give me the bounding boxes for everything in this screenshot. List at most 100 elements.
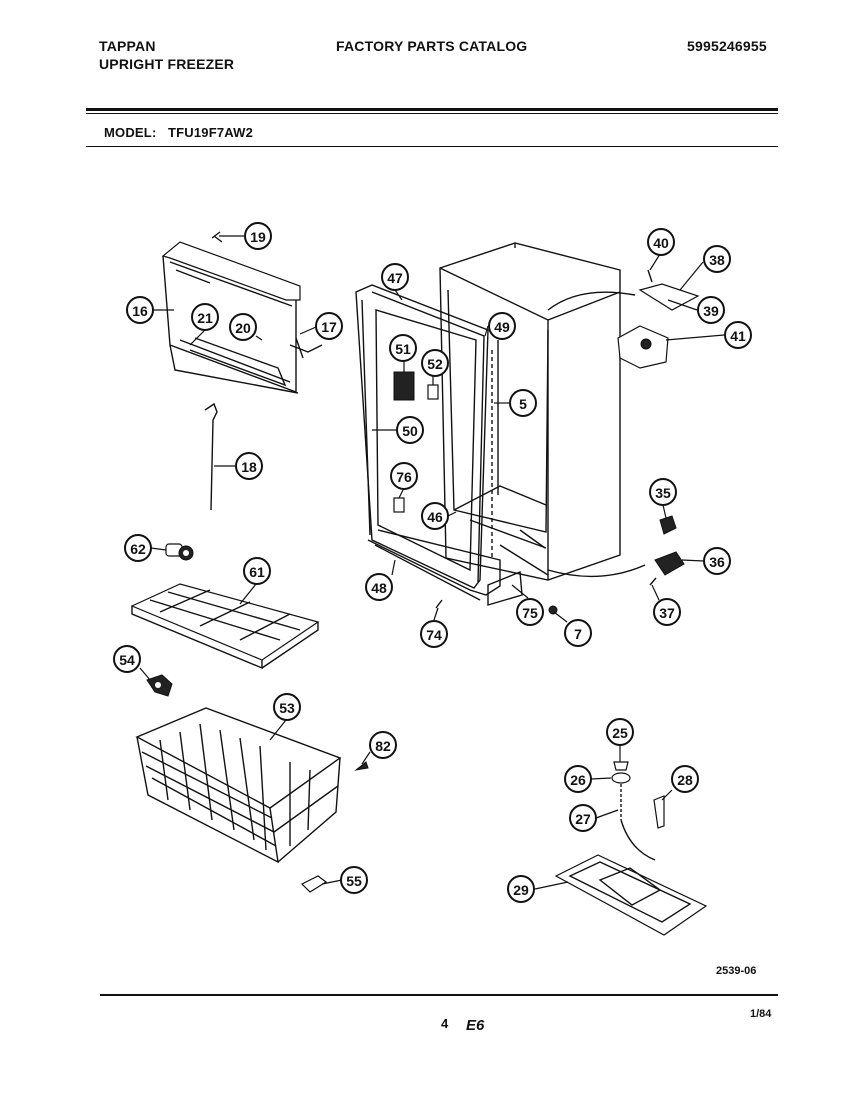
rod-part-18 — [204, 402, 218, 511]
callout-41: 41 — [724, 321, 752, 349]
callout-47: 47 — [381, 263, 409, 291]
page-number: 4 — [441, 1016, 449, 1031]
svg-text:62: 62 — [130, 541, 146, 557]
svg-text:46: 46 — [427, 509, 443, 525]
door-assembly — [355, 284, 501, 601]
callout-46: 46 — [421, 502, 449, 530]
revision-date: 1/84 — [750, 1008, 772, 1020]
svg-text:54: 54 — [119, 652, 135, 668]
basket-part-53 — [135, 707, 342, 864]
callout-35: 35 — [649, 478, 677, 506]
catalog-number: 5995246955 — [687, 38, 767, 54]
cabinet-assembly — [439, 242, 646, 581]
callout-76: 76 — [390, 462, 418, 490]
panel-part-16 — [161, 241, 301, 394]
shelf-part-61 — [130, 583, 320, 670]
svg-text:49: 49 — [494, 319, 510, 335]
svg-text:19: 19 — [250, 229, 266, 245]
svg-text:40: 40 — [653, 235, 669, 251]
svg-text:53: 53 — [279, 700, 295, 716]
svg-text:82: 82 — [375, 738, 391, 754]
product-name: UPRIGHT FREEZER — [99, 56, 235, 72]
callout-36: 36 — [703, 547, 731, 575]
svg-text:21: 21 — [197, 310, 213, 326]
svg-text:48: 48 — [371, 580, 387, 596]
section-code: E6 — [466, 1017, 485, 1034]
svg-text:17: 17 — [321, 319, 337, 335]
svg-text:20: 20 — [235, 320, 251, 336]
bracket-part-51 — [393, 371, 415, 401]
callout-28: 28 — [671, 765, 699, 793]
svg-text:76: 76 — [396, 469, 412, 485]
svg-text:75: 75 — [522, 605, 538, 621]
model-rule — [86, 146, 778, 147]
svg-text:35: 35 — [655, 485, 671, 501]
svg-text:41: 41 — [730, 328, 746, 344]
callout-48: 48 — [365, 573, 393, 601]
screw-part-82 — [354, 761, 369, 771]
callout-37: 37 — [653, 598, 681, 626]
svg-text:47: 47 — [387, 270, 403, 286]
svg-text:38: 38 — [709, 252, 725, 268]
svg-text:7: 7 — [574, 626, 582, 642]
latch-part-54 — [146, 674, 173, 697]
callout-62: 62 — [124, 534, 152, 562]
svg-text:25: 25 — [612, 725, 628, 741]
callout-53: 53 — [273, 693, 301, 721]
callout-49: 49 — [488, 312, 516, 340]
gasket-part-75 — [487, 570, 523, 606]
svg-text:74: 74 — [426, 627, 442, 643]
callout-19: 19 — [244, 222, 272, 250]
svg-text:28: 28 — [677, 772, 693, 788]
callout-7: 7 — [564, 619, 592, 647]
svg-text:18: 18 — [241, 459, 257, 475]
callout-20: 20 — [229, 313, 257, 341]
callout-5: 5 — [509, 389, 537, 417]
svg-text:37: 37 — [659, 605, 675, 621]
callout-75: 75 — [516, 598, 544, 626]
svg-text:39: 39 — [703, 303, 719, 319]
svg-text:51: 51 — [395, 341, 411, 357]
callout-21: 21 — [191, 303, 219, 331]
callout-51: 51 — [389, 334, 417, 362]
knob-part-62 — [165, 543, 194, 561]
callout-54: 54 — [113, 645, 141, 673]
svg-text:50: 50 — [402, 423, 418, 439]
svg-text:55: 55 — [346, 873, 362, 889]
svg-text:52: 52 — [427, 356, 443, 372]
clip-part-55 — [300, 875, 328, 893]
callout-40: 40 — [647, 228, 675, 256]
drain-assembly — [554, 761, 708, 936]
svg-text:61: 61 — [249, 564, 265, 580]
drawing-number: 2539-06 — [716, 965, 757, 977]
svg-text:29: 29 — [513, 882, 529, 898]
svg-text:5: 5 — [519, 396, 527, 412]
header-rule-thin — [86, 113, 778, 114]
callout-55: 55 — [340, 866, 368, 894]
brand-name: TAPPAN — [99, 38, 156, 54]
callout-18: 18 — [235, 452, 263, 480]
svg-text:26: 26 — [570, 772, 586, 788]
header-rule-top — [86, 108, 778, 111]
callout-27: 27 — [569, 804, 597, 832]
control-assembly — [617, 269, 700, 369]
callout-16: 16 — [126, 296, 154, 324]
part-76 — [393, 497, 405, 513]
callout-39: 39 — [697, 296, 725, 324]
callout-50: 50 — [396, 416, 424, 444]
footer-rule — [100, 994, 778, 996]
callout-26: 26 — [564, 765, 592, 793]
thermostat-parts — [649, 515, 685, 586]
catalog-title: FACTORY PARTS CATALOG — [336, 38, 528, 54]
model-value: TFU19F7AW2 — [168, 125, 254, 140]
callout-38: 38 — [703, 245, 731, 273]
callout-17: 17 — [315, 312, 343, 340]
callout-74: 74 — [420, 620, 448, 648]
callout-52: 52 — [421, 349, 449, 377]
leveler-part-7 — [548, 605, 558, 615]
svg-text:27: 27 — [575, 811, 591, 827]
screw-part-19 — [211, 231, 223, 243]
leader-lines — [139, 235, 725, 890]
